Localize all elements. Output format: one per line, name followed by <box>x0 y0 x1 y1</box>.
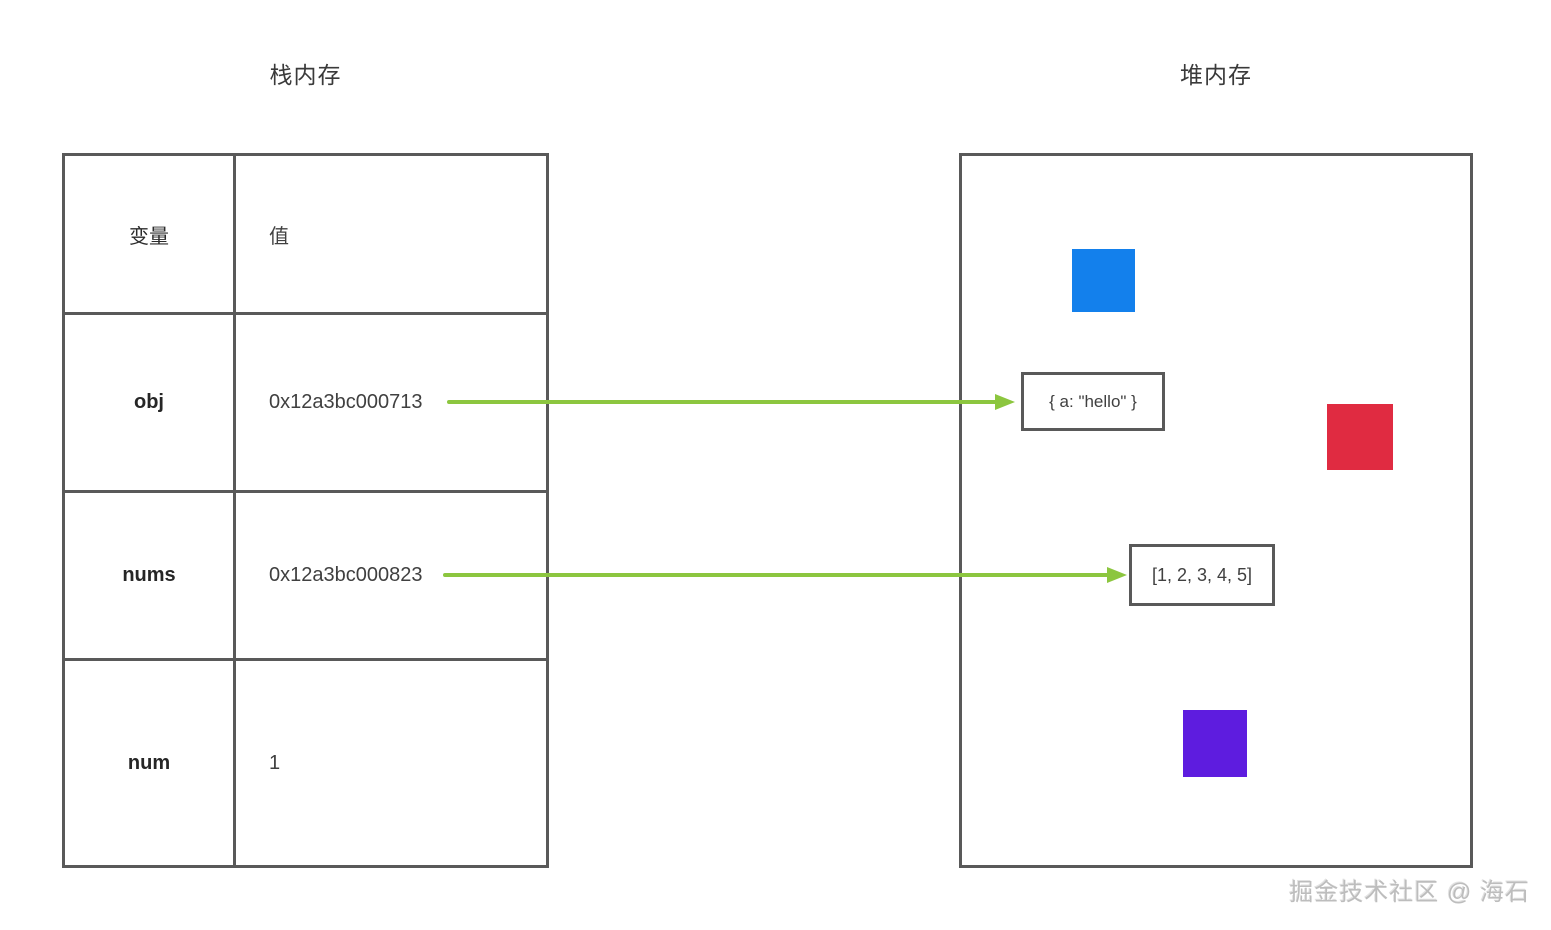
heap-object-hello-label: { a: "hello" } <box>1049 391 1137 411</box>
purple-square <box>1183 710 1247 777</box>
heap-box: { a: "hello" } [1, 2, 3, 4, 5] <box>959 153 1473 868</box>
header-value: 值 <box>236 156 546 312</box>
header-variable: 变量 <box>65 156 233 312</box>
watermark: 掘金技术社区 @ 海石 <box>1289 879 1530 906</box>
stack-table: 变量 值 obj 0x12a3bc000713 nums 0x12a3bc000… <box>62 153 549 868</box>
arrow-nums-to-array-head <box>1107 567 1127 583</box>
row-num-value: 1 <box>236 661 546 865</box>
heap-object-hello: { a: "hello" } <box>1021 372 1165 431</box>
arrow-obj-to-hello-head <box>995 394 1015 410</box>
row-num-variable: num <box>65 661 233 865</box>
row-obj-variable: obj <box>65 315 233 490</box>
heap-object-array-label: [1, 2, 3, 4, 5] <box>1151 564 1253 585</box>
arrow-obj-to-hello-line <box>447 400 997 404</box>
blue-square <box>1072 249 1135 312</box>
row-nums-variable: nums <box>65 493 233 658</box>
heap-object-array: [1, 2, 3, 4, 5] <box>1129 544 1275 606</box>
stack-memory-title: 栈内存 <box>269 62 342 88</box>
red-square <box>1327 404 1393 470</box>
heap-memory-title: 堆内存 <box>1180 62 1252 88</box>
arrow-nums-to-array-line <box>443 573 1109 577</box>
